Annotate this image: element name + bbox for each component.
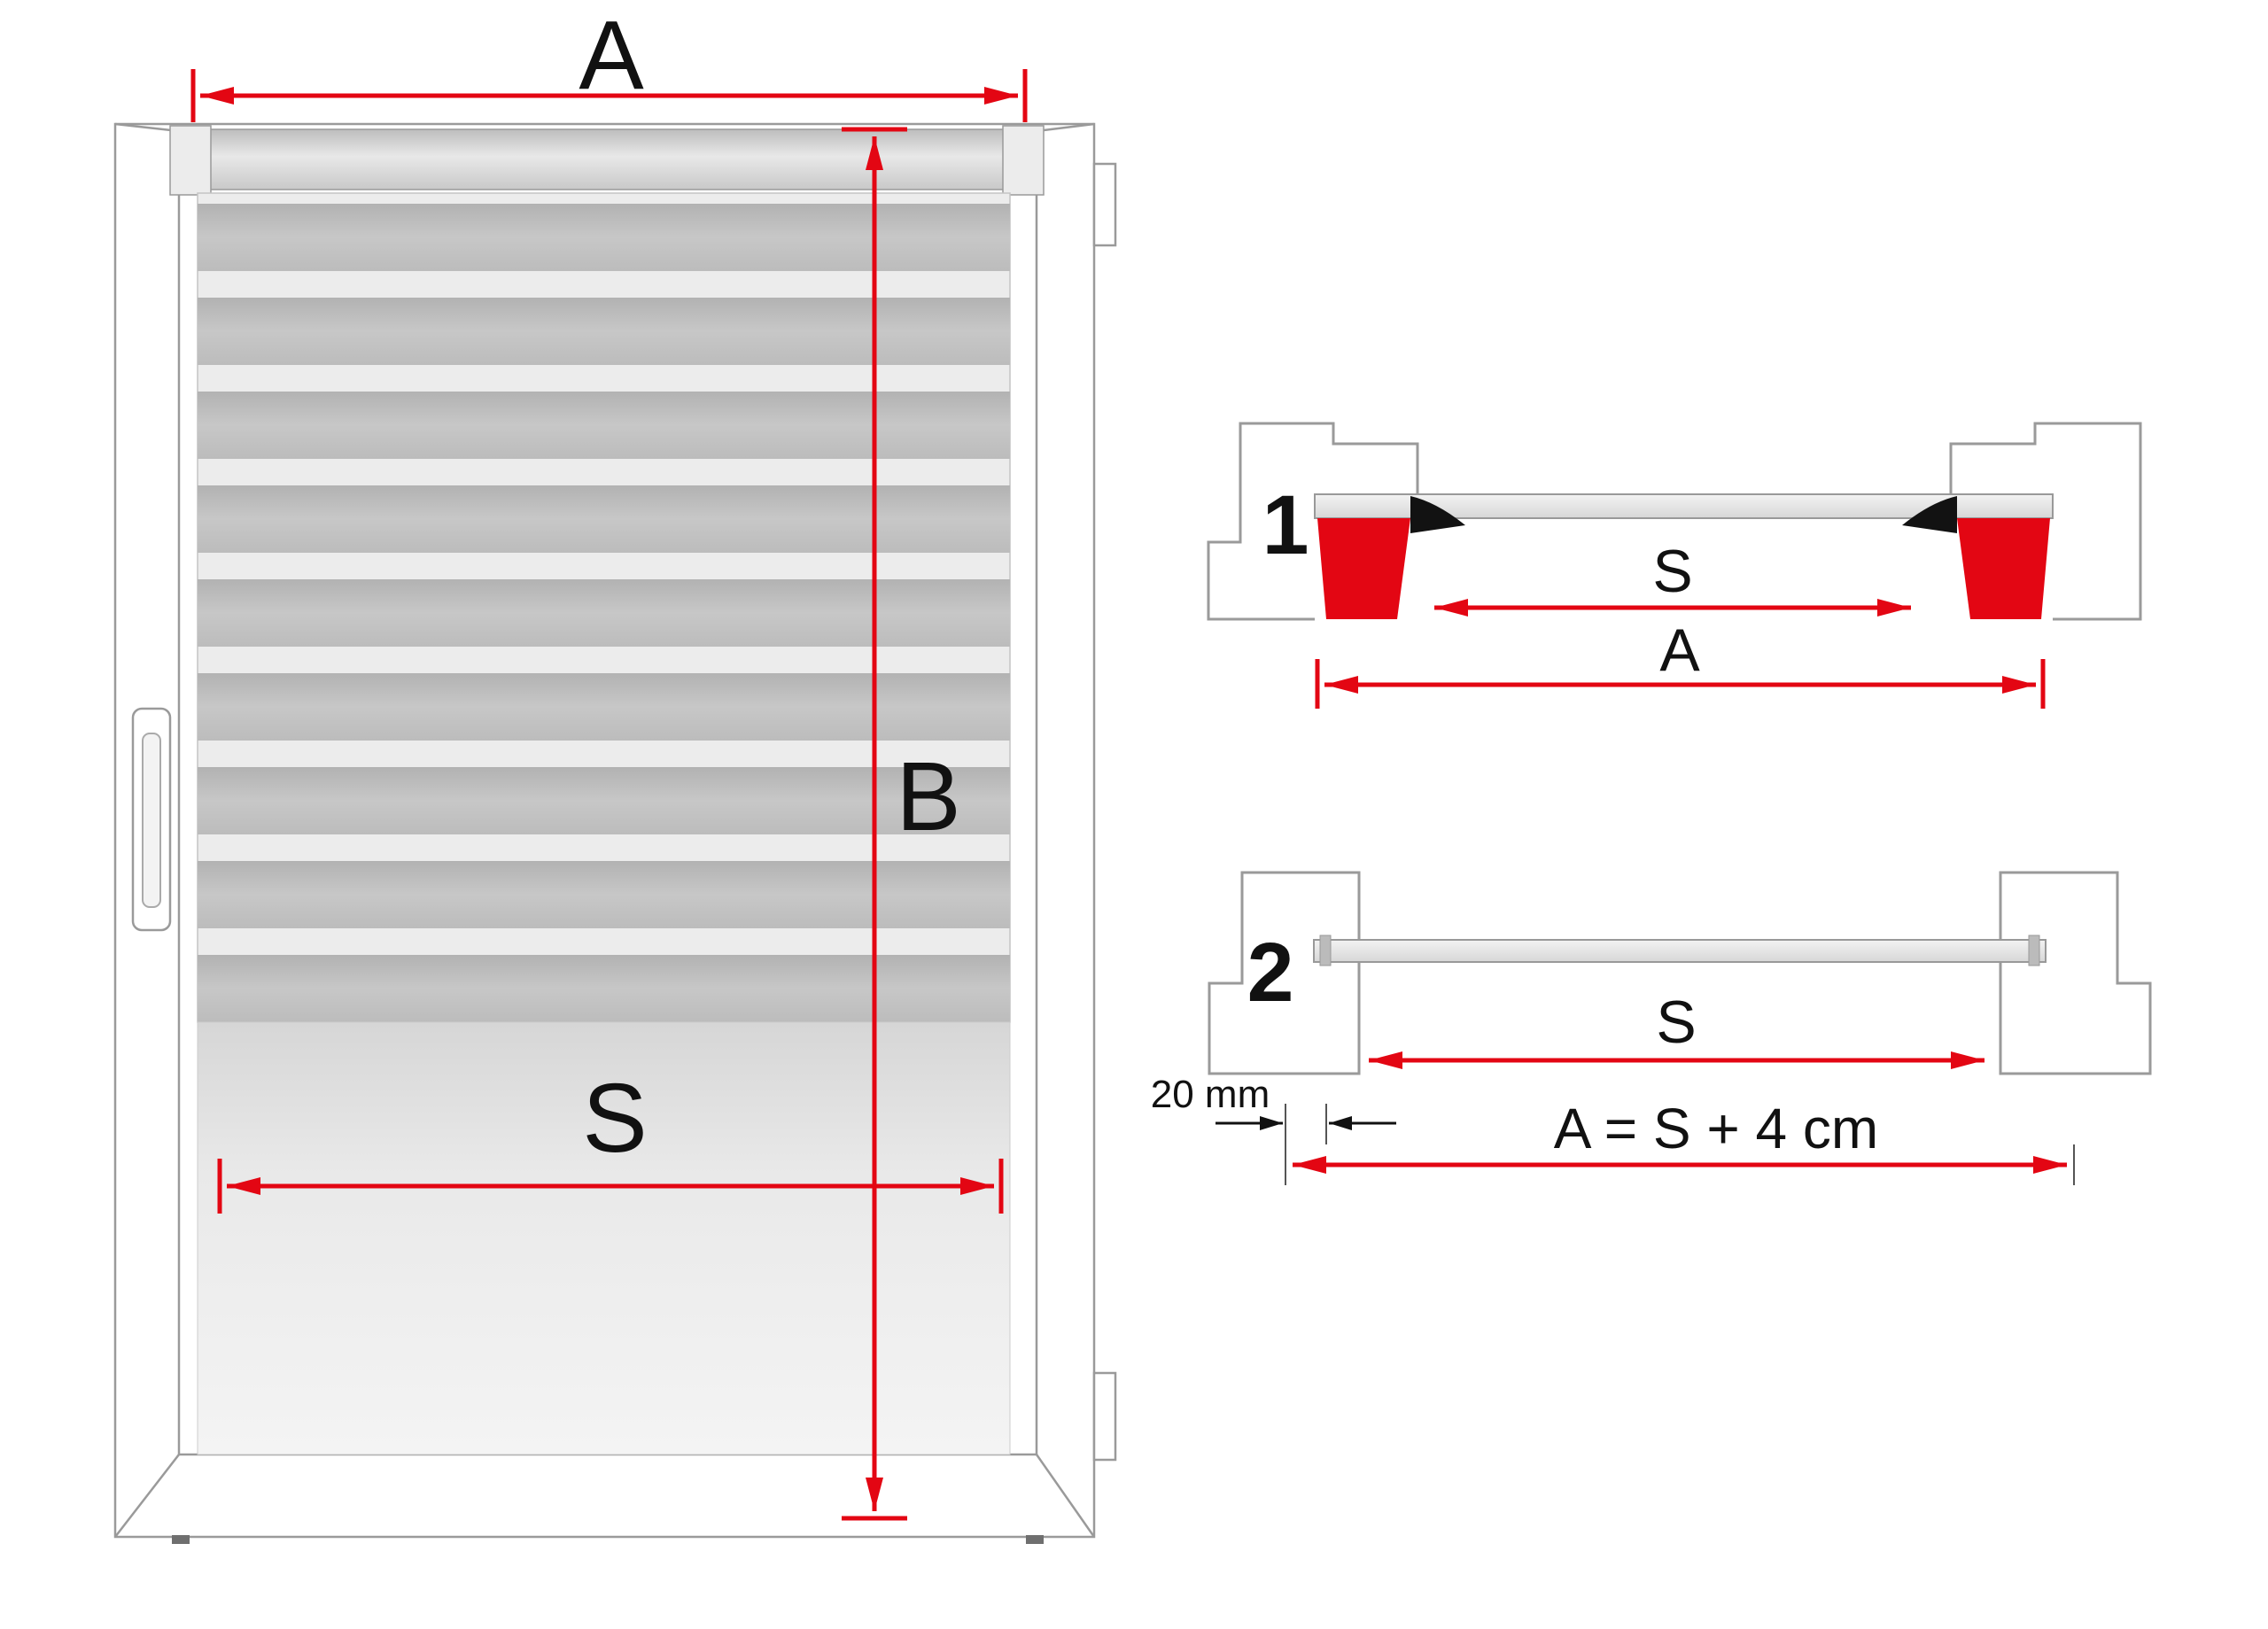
frame-miter-top-right <box>1036 122 1095 133</box>
section1-number: 1 <box>1262 478 1309 572</box>
dim-s-label: S <box>582 1064 647 1173</box>
dimension-s: S <box>217 1064 1004 1214</box>
frame-foot-left <box>172 1535 190 1544</box>
cassette-cap-right <box>1002 125 1045 196</box>
section1-bracket-left <box>1410 496 1465 533</box>
hinge-bottom <box>1092 1371 1117 1462</box>
hinge-top <box>1092 162 1117 247</box>
offset-20mm-label: 20 mm <box>1151 1073 1270 1116</box>
frame-foot-right <box>1026 1535 1044 1544</box>
cross-section-1: 1 S A <box>1207 422 2142 709</box>
cross-section-2: 2 S 20 mm A = S + 4 cm <box>1151 871 2152 1185</box>
section1-fabric-roll-left <box>1317 518 1410 619</box>
section2-blind-profile <box>1313 939 2047 963</box>
section1-dimension-s: S <box>1434 538 1911 617</box>
dimension-b: B <box>842 127 961 1521</box>
section2-dim-s-label: S <box>1656 989 1696 1056</box>
cassette-cap-left <box>169 125 212 196</box>
section2-frame-left <box>1208 871 1361 1075</box>
section2-endcap-left <box>1319 935 1332 966</box>
section2-dimension-s: S <box>1369 989 1984 1069</box>
section1-dim-s-label: S <box>1652 538 1692 605</box>
window-handle <box>131 707 172 932</box>
frame-miter-top-left <box>114 122 180 133</box>
frame-miter-bottom-left <box>114 1454 180 1538</box>
section2-dimension-a: A = S + 4 cm <box>1293 1097 2075 1185</box>
blind-stripes <box>197 192 1011 1023</box>
frame-miter-bottom-right <box>1035 1454 1096 1538</box>
section2-offset-20mm: 20 mm <box>1151 1073 1396 1185</box>
section1-frame-left <box>1207 422 1419 621</box>
dim-b-label: B <box>896 742 960 851</box>
section1-bracket-right <box>1902 496 1957 533</box>
section2-frame-right <box>1999 871 2152 1075</box>
section1-dim-a-label: A <box>1659 617 1700 684</box>
dim-a-label: A <box>579 1 644 110</box>
formula-label: A = S + 4 cm <box>1554 1097 1878 1160</box>
section1-fabric-roll-right <box>1957 518 2050 619</box>
section2-endcap-right <box>2028 935 2040 966</box>
section2-number: 2 <box>1247 926 1294 1020</box>
window-front-view <box>113 122 1117 1544</box>
blind-cassette <box>169 125 1045 196</box>
section1-dimension-a: A <box>1315 617 2046 709</box>
dimension-a: A <box>190 1 1028 122</box>
